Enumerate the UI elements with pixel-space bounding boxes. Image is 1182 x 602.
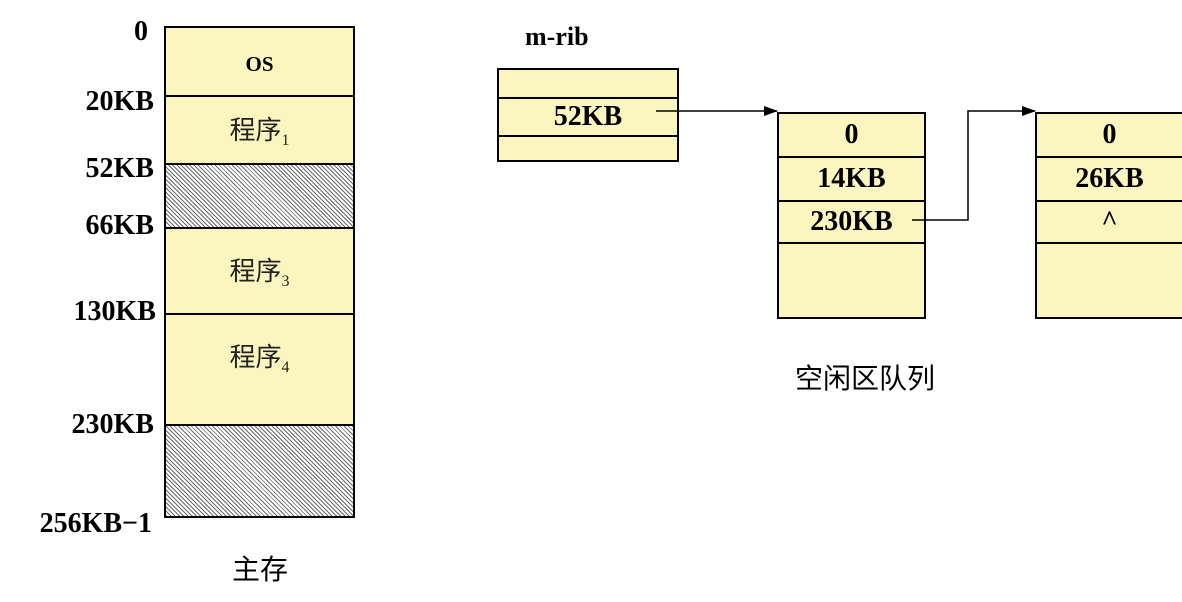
os-label: OS bbox=[245, 44, 274, 78]
free-block-1: 0 14KB 230KB bbox=[777, 112, 926, 319]
rib-pointer-row: 52KB bbox=[499, 97, 677, 135]
address-label-66kb: 66KB bbox=[85, 210, 154, 241]
block-1-to-block-2-arrow bbox=[912, 106, 1036, 221]
free-block-1-field-0: 0 bbox=[844, 119, 859, 150]
memory-segment-program4: 程序4 bbox=[166, 313, 353, 424]
memory-segment-free-52kb bbox=[166, 163, 353, 227]
main-memory: OS 程序1 程序3 程序4 bbox=[164, 26, 355, 518]
address-label-0: 0 bbox=[134, 16, 148, 47]
address-label-20kb: 20KB bbox=[85, 86, 154, 117]
free-block-1-field-1: 14KB bbox=[779, 156, 924, 200]
free-block-1-field-2: 230KB bbox=[779, 200, 924, 242]
free-block-2-field-2: ^ bbox=[1037, 200, 1182, 242]
free-block-2-empty bbox=[1037, 242, 1182, 317]
rib-title: m-rib bbox=[525, 22, 589, 51]
rib-block: 52KB bbox=[497, 68, 679, 162]
program4-label: 程序4 bbox=[229, 343, 290, 377]
address-label-52kb: 52KB bbox=[85, 153, 154, 184]
memory-segment-program1: 程序1 bbox=[166, 95, 353, 163]
main-memory-caption: 主存 bbox=[232, 553, 289, 586]
address-label-130kb: 130KB bbox=[73, 296, 156, 327]
free-block-2-field-1: 26KB bbox=[1037, 156, 1182, 200]
free-block-2: 0 26KB ^ bbox=[1035, 112, 1182, 319]
address-label-230kb: 230KB bbox=[71, 409, 154, 440]
address-label-256kb-minus-1: 256KB−1 bbox=[39, 508, 152, 539]
program3-label: 程序3 bbox=[229, 256, 290, 291]
free-block-2-field-0: 0 bbox=[1102, 119, 1117, 150]
memory-segment-os: OS bbox=[166, 28, 353, 95]
program1-label: 程序1 bbox=[229, 115, 290, 150]
memory-segment-program3: 程序3 bbox=[166, 227, 353, 313]
rib-bottom-row bbox=[499, 135, 677, 160]
free-queue-caption: 空闲区队列 bbox=[795, 362, 936, 395]
free-block-1-empty bbox=[779, 242, 924, 317]
memory-segment-free-230kb bbox=[166, 424, 353, 516]
